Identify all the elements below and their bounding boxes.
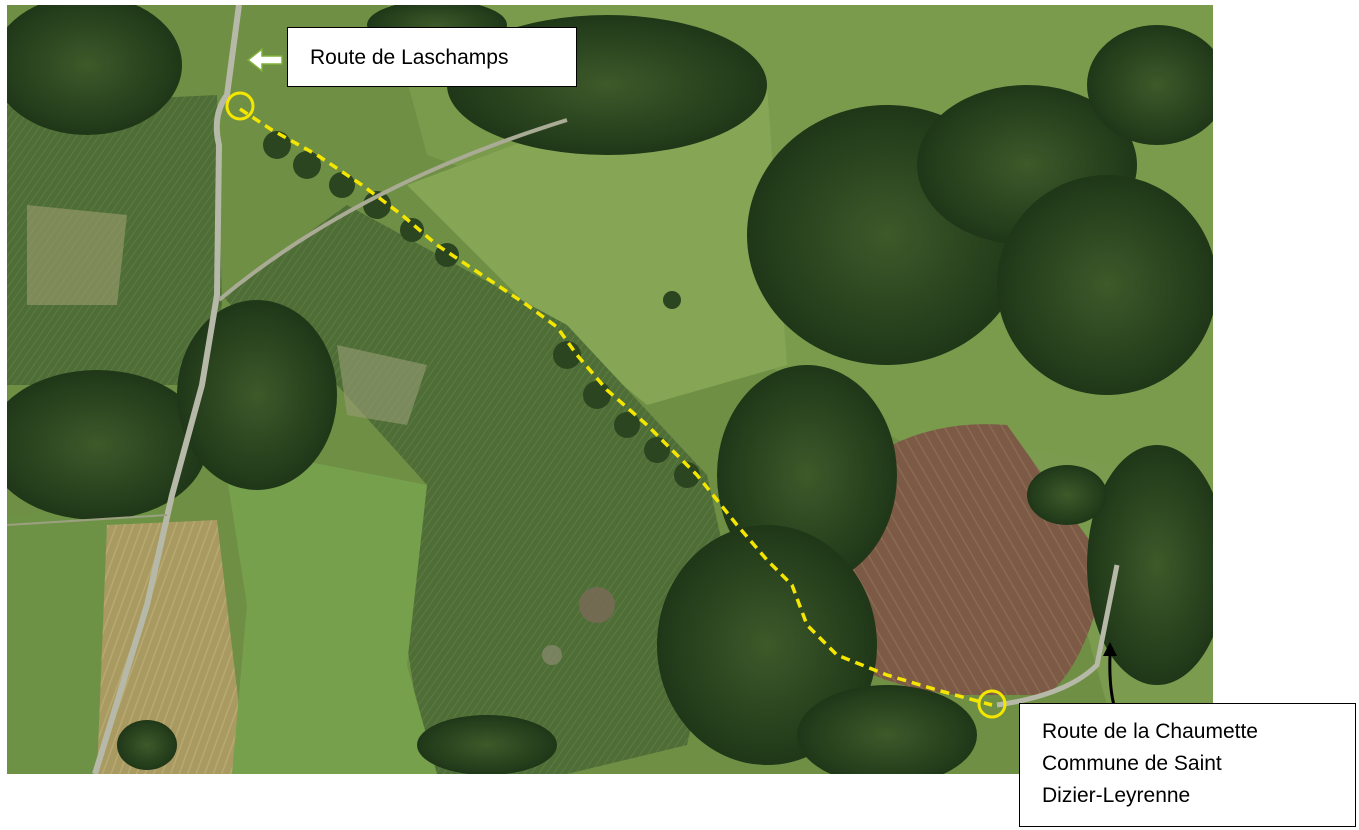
label-route-chaumette: Route de la Chaumette Commune de Saint D… xyxy=(1019,703,1356,827)
pasture-field xyxy=(407,85,787,405)
start-marker xyxy=(225,91,255,121)
hay-field xyxy=(97,520,247,774)
end-marker xyxy=(977,689,1007,719)
road-laschamps xyxy=(92,5,242,774)
aerial-map xyxy=(7,5,1213,774)
forest-areas xyxy=(7,5,1213,774)
farm-track xyxy=(217,118,568,302)
label-line-1: Route de la Chaumette xyxy=(1042,720,1258,743)
label-text: Route de Laschamps xyxy=(310,46,509,69)
label-route-laschamps: Route de Laschamps xyxy=(287,27,577,87)
label-line-3: Dizier-Leyrenne xyxy=(1042,784,1191,807)
label-line-2: Commune de Saint xyxy=(1042,752,1222,775)
crop-field xyxy=(222,205,727,774)
road-chaumette xyxy=(996,564,1120,708)
walking-route xyxy=(239,107,993,707)
